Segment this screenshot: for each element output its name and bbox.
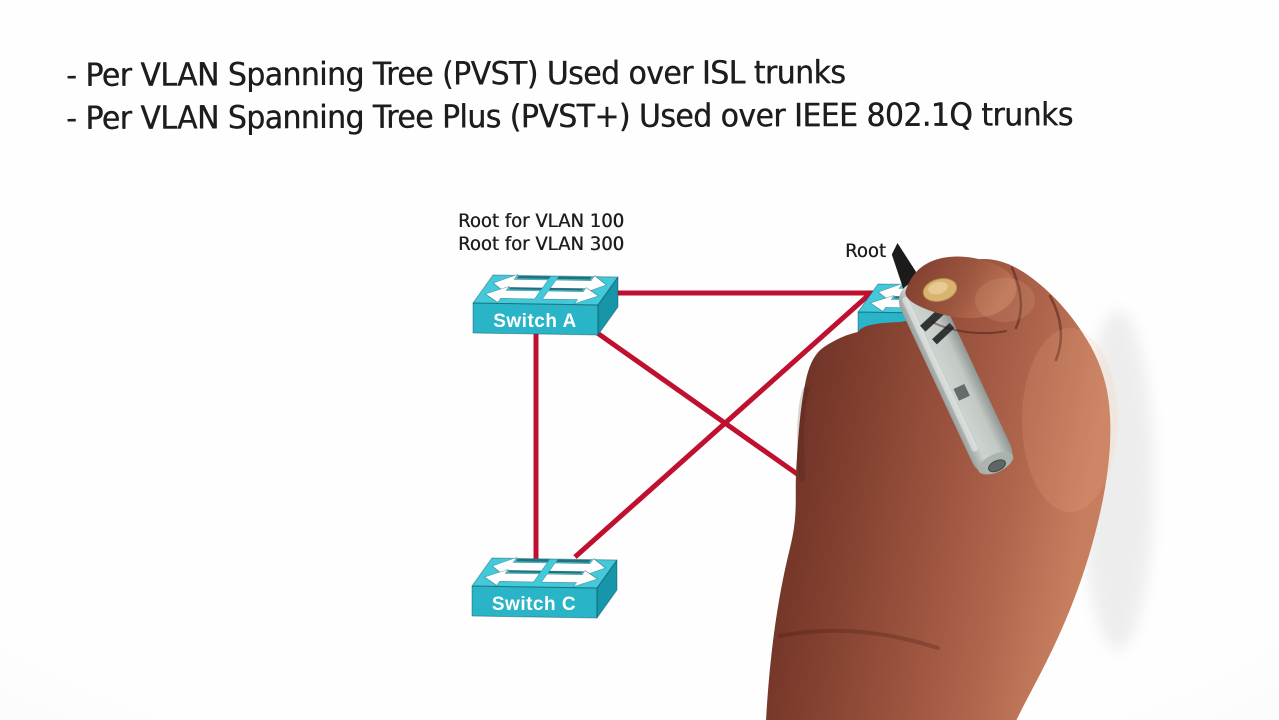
hand-creases [778, 266, 1118, 650]
switch-b-root-annotation-partial: Root [845, 240, 886, 262]
root-vlan-300-label: Root for VLAN 300 [458, 233, 625, 255]
pen-end-hole [988, 459, 1006, 473]
marker-pen [891, 242, 1014, 475]
link-switch-a-diagonal-hidden [584, 322, 802, 479]
links [533, 290, 886, 560]
switch-a-label: Switch A [493, 311, 577, 332]
hand-with-pen [766, 242, 1154, 720]
link-switch-c-to-switch-b [573, 290, 874, 559]
index-fingertip [905, 256, 1017, 319]
pen-highlight [902, 297, 978, 452]
hand-silhouette [766, 259, 1111, 720]
pen-mark-2 [932, 322, 955, 345]
root-vlan-100-label: Root for VLAN 100 [458, 210, 625, 232]
pen-logo-mark [953, 383, 970, 401]
switch-a-root-annotation: Root for VLAN 100 Root for VLAN 300 [458, 210, 624, 256]
switch-c-label: Switch C [492, 594, 576, 615]
fingernail-highlight [928, 281, 948, 295]
